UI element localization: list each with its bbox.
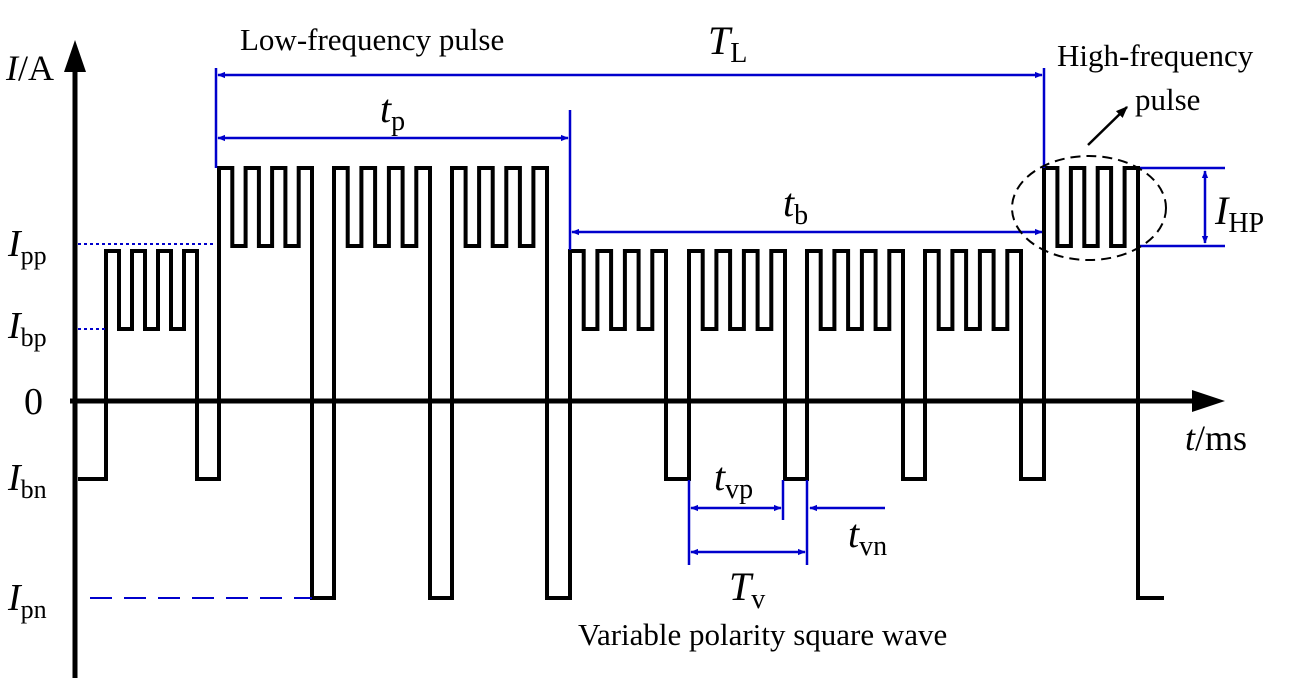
- x-axis-arrowhead: [1192, 390, 1225, 412]
- y-axis-label: I/A: [5, 48, 54, 88]
- tv-dimensions: tvp tvn Tv: [687, 454, 887, 615]
- ipn-label: Ipn: [7, 577, 47, 624]
- ibn-label: Ibn: [7, 457, 47, 504]
- tvn-label: tvn: [848, 511, 887, 562]
- tp-label: tp: [380, 86, 405, 137]
- tb-label: tb: [783, 180, 808, 231]
- zero-label: 0: [24, 381, 43, 423]
- ipp-label: Ipp: [7, 223, 47, 270]
- high-frequency-pointer-arrow: [1087, 106, 1128, 146]
- high-frequency-label: High-frequency: [1057, 38, 1254, 73]
- tp-dimension: tp: [217, 86, 572, 250]
- ibp-label: Ibp: [7, 305, 47, 352]
- high-frequency-pulse-label: pulse: [1135, 82, 1200, 117]
- y-axis-arrowhead: [64, 40, 86, 72]
- tvp-label: tvp: [714, 454, 753, 505]
- high-frequency-highlight-ellipse: [1011, 155, 1167, 261]
- tl-dimension: TL: [214, 18, 1046, 168]
- reference-lines: [78, 243, 312, 599]
- tb-dimension: tb: [571, 180, 1043, 236]
- low-frequency-pulse-label: Low-frequency pulse: [240, 22, 504, 57]
- ihp-label: IHP: [1214, 188, 1264, 239]
- variable-polarity-waveform: [78, 166, 1164, 600]
- tl-label: TL: [708, 18, 747, 69]
- axes: [64, 40, 1225, 678]
- ihp-dimension: IHP: [1140, 166, 1264, 248]
- tv-label: Tv: [729, 564, 765, 615]
- variable-polarity-label: Variable polarity square wave: [578, 617, 947, 652]
- x-axis-label: t/ms: [1185, 418, 1247, 458]
